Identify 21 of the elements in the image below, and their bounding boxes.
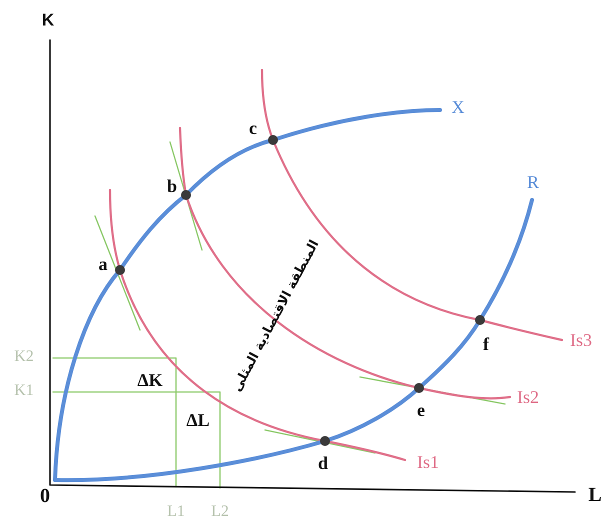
point-label: b (167, 177, 177, 195)
axis-label: L1 (167, 504, 185, 520)
curve-label: X (452, 98, 464, 116)
delta-label: ΔL (186, 411, 210, 429)
axis-label: L (588, 485, 602, 505)
axis-label: 0 (40, 486, 50, 506)
point-label: f (483, 335, 489, 353)
point-label: a (98, 255, 108, 273)
point-label: c (249, 119, 257, 137)
curve-label: R (527, 173, 539, 191)
curve-label: Is2 (517, 388, 539, 406)
delta-label: ΔK (137, 371, 163, 389)
point-label: e (417, 401, 425, 419)
region-label: المنطقة الاقتصادية المثلى (230, 238, 322, 394)
axis-label: K1 (14, 383, 34, 399)
point-label: d (318, 454, 328, 472)
curve-label: Is1 (417, 453, 439, 471)
axis-label: L2 (211, 504, 229, 520)
axis-label: K (42, 12, 54, 28)
axis-label: K2 (14, 349, 34, 365)
curve-label: Is3 (570, 331, 592, 349)
